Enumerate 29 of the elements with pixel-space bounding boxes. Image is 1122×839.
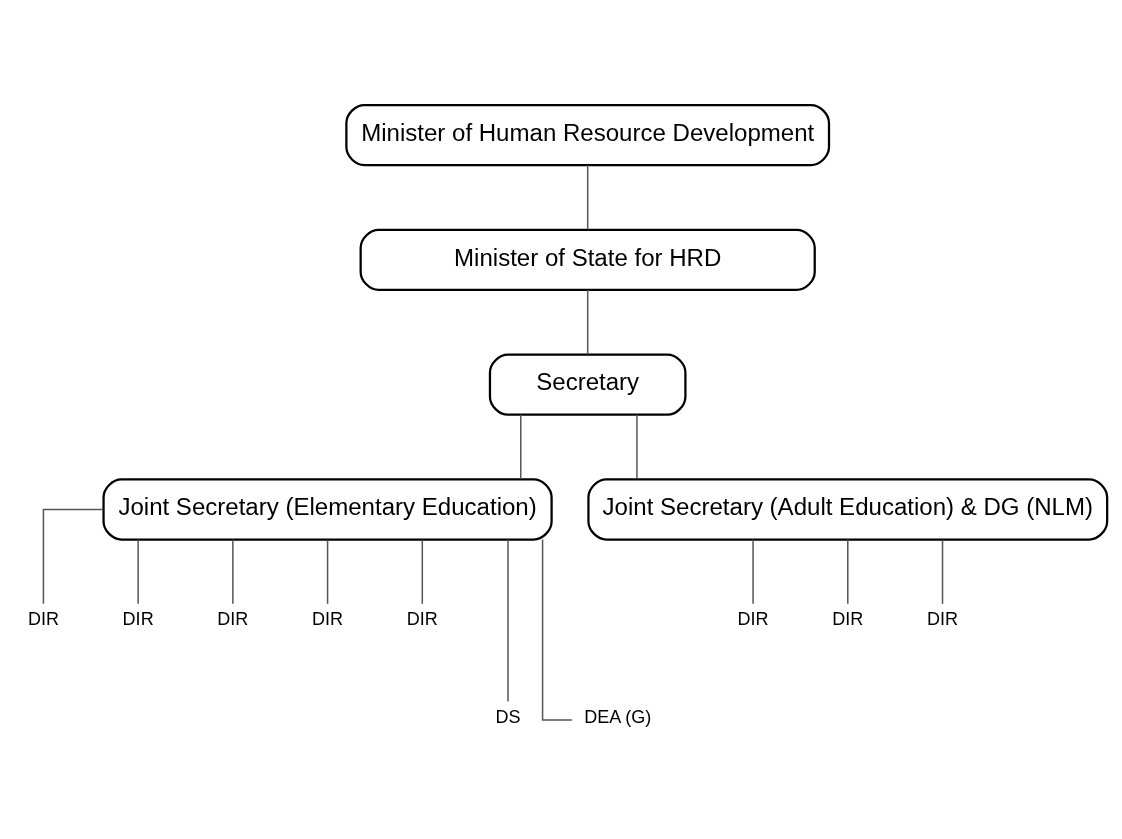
- node-text: DIR: [27, 608, 59, 629]
- node-text: DIR: [122, 608, 154, 629]
- node-text: DIR: [737, 608, 769, 629]
- connector: [137, 538, 139, 605]
- connector: [586, 164, 589, 230]
- node-box: Minister of State for HRD: [359, 228, 816, 291]
- node-text: DIR: [406, 608, 438, 629]
- node-text: DIR: [312, 608, 344, 629]
- node-box: Joint Secretary (Adult Education) & DG (NLM): [587, 477, 1109, 541]
- connector: [941, 538, 944, 605]
- node-box: Joint Secretary (Elementary Education): [102, 477, 553, 541]
- connector: [586, 288, 589, 355]
- node-box: Minister of Human Resource Development: [345, 103, 831, 166]
- node-text: DIR: [217, 608, 249, 629]
- connector: [752, 538, 754, 605]
- node-text: DS: [495, 706, 521, 727]
- connector: [421, 538, 424, 605]
- connector: [520, 413, 522, 480]
- connector: [42, 508, 104, 605]
- connector: [541, 538, 573, 721]
- node-text: DEA (G): [584, 706, 652, 727]
- node-box: Secretary: [488, 352, 687, 416]
- node-text: DIR: [832, 608, 864, 629]
- node-text: DIR: [926, 608, 959, 629]
- connector: [847, 538, 849, 605]
- connector: [326, 538, 329, 605]
- connector: [507, 538, 509, 702]
- connector: [636, 413, 638, 480]
- connector: [232, 538, 234, 605]
